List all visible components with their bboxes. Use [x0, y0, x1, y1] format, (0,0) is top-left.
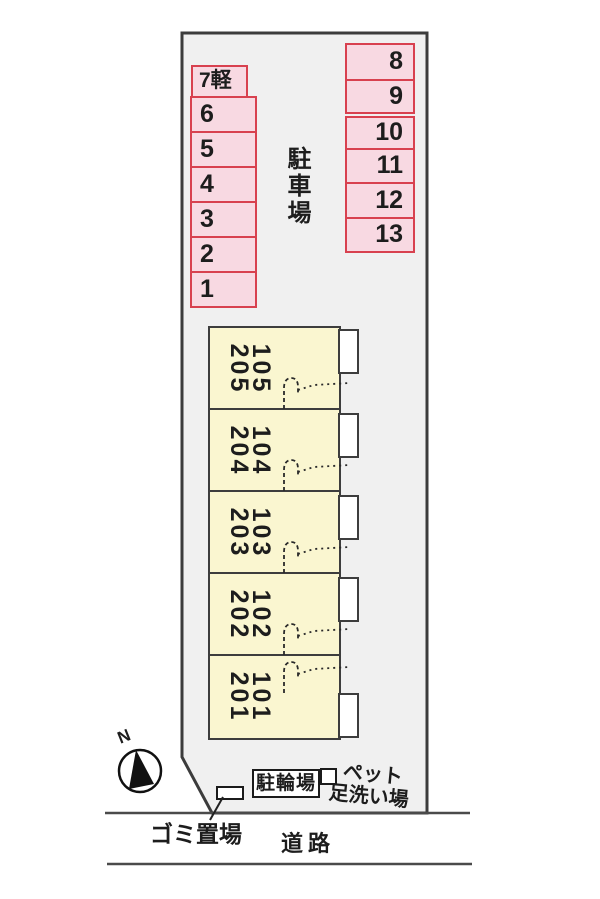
entry-path-icon [283, 541, 351, 573]
garbage-pointer-line [209, 796, 224, 821]
entry-path-icon [283, 661, 351, 693]
parking-space-4: 4 [190, 166, 257, 203]
road-label: 道路 [281, 831, 336, 856]
entry-path-icon [283, 623, 351, 655]
porch [338, 329, 359, 374]
pet-wash-marker [320, 768, 337, 785]
parking-space-8: 8 [345, 43, 415, 81]
unit-row-202-102: 102 202 [208, 572, 341, 658]
porch [338, 577, 359, 622]
entry-path-icon [283, 459, 351, 491]
parking-space-6: 6 [190, 96, 257, 133]
garbage-label: ゴミ置場 [150, 821, 242, 847]
parking-space-12: 12 [345, 182, 415, 219]
parking-space-1: 1 [190, 271, 257, 308]
parking-space-10: 10 [345, 116, 415, 150]
parking-space-13: 13 [345, 217, 415, 253]
bicycle-parking-label: 駐輪場 [252, 769, 320, 798]
porch [338, 413, 359, 458]
entry-path-icon [283, 377, 351, 409]
parking-space-3: 3 [190, 201, 257, 238]
parking-lot-label: 駐車場 [283, 146, 310, 227]
unit-row-201-101: 101 201 [208, 654, 341, 740]
porch [338, 693, 359, 738]
garbage-box-marker [216, 786, 244, 800]
parking-space-11: 11 [345, 148, 415, 184]
compass-needle-icon [129, 750, 154, 789]
pet-wash-label: ペット 足洗い場 [328, 760, 412, 811]
parking-space-9: 9 [345, 79, 415, 114]
porch [338, 495, 359, 540]
